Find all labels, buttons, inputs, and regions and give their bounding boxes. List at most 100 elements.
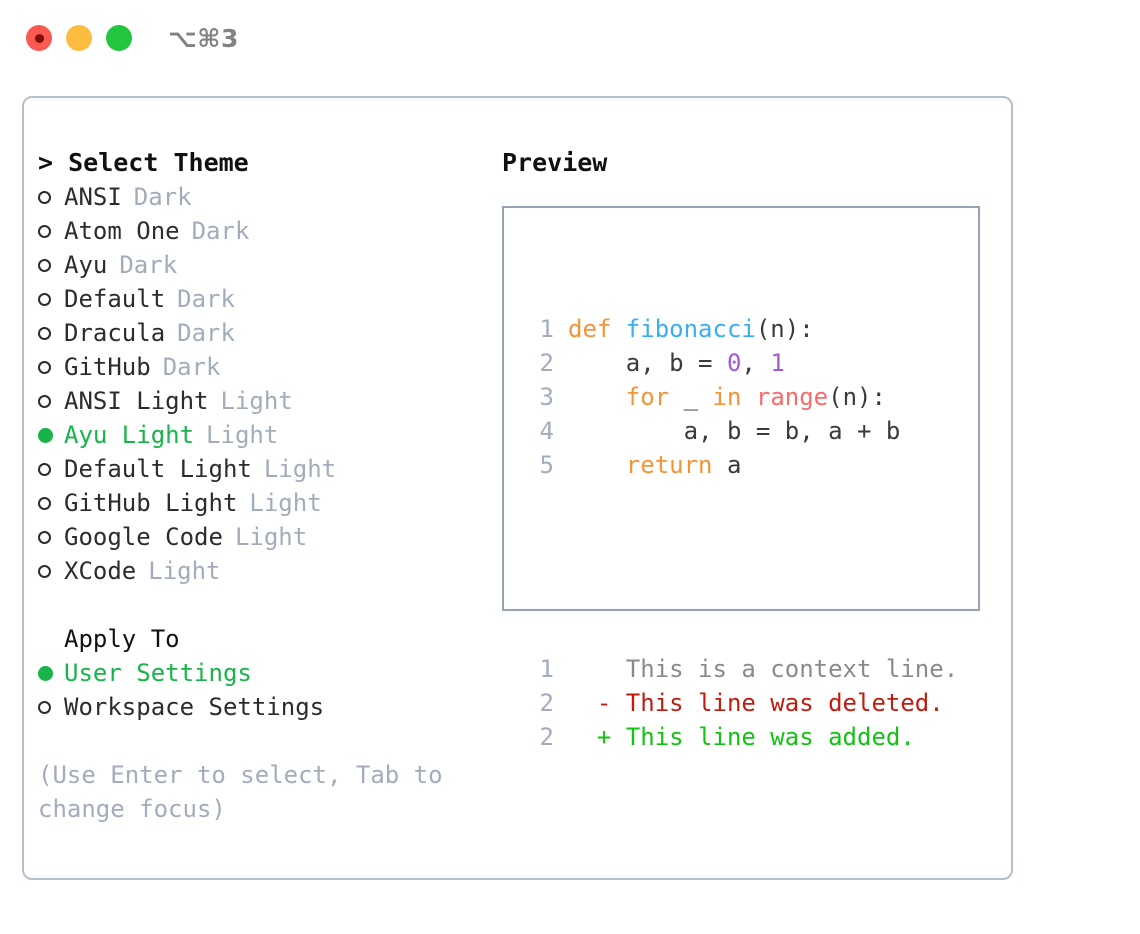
minimize-window-button[interactable] [66, 25, 92, 51]
diff-sign [568, 652, 611, 686]
diff-line: 1 This is a context line. [520, 652, 959, 686]
code-line: 3 for _ in range(n): [520, 380, 958, 414]
radio-unselected-icon [38, 452, 64, 486]
record-indicator-icon [34, 33, 44, 43]
radio-unselected-icon [38, 690, 64, 724]
theme-option[interactable]: Google Code Light [38, 520, 488, 554]
theme-option-label: GitHub [64, 353, 151, 381]
apply-to-option[interactable]: User Settings [38, 656, 488, 690]
code-line: 5 return a [520, 448, 958, 482]
radio-glyph [38, 292, 51, 306]
preview-column: Preview [502, 146, 1002, 180]
theme-option[interactable]: XCode Light [38, 554, 488, 588]
radio-glyph [38, 530, 51, 544]
radio-glyph [38, 394, 51, 408]
theme-option-label: Dracula [64, 319, 166, 347]
apply-to-option-label: User Settings [64, 659, 252, 687]
radio-glyph [38, 564, 51, 578]
theme-option-variant-tag: Light [249, 489, 322, 517]
code-token: (n): [755, 315, 814, 343]
theme-option-label: Ayu [64, 251, 108, 279]
radio-selected-icon [38, 418, 64, 452]
code-token [568, 380, 626, 414]
keyboard-shortcut-label: ⌥⌘3 [168, 24, 239, 53]
code-token: 1 [770, 349, 785, 377]
theme-option-variant-tag: Light [234, 523, 308, 551]
code-token [568, 448, 626, 482]
code-token: a, b = [568, 349, 727, 377]
theme-option-variant-tag: Dark [177, 319, 235, 347]
code-token: fibonacci [625, 315, 756, 343]
line-number: 1 [539, 315, 554, 343]
radio-unselected-icon [38, 248, 64, 282]
traffic-light-buttons [26, 25, 132, 51]
theme-option[interactable]: ANSI Dark [38, 180, 488, 214]
code-token: (n): [828, 383, 886, 411]
radio-unselected-icon [38, 554, 64, 588]
theme-option-label: Google Code [64, 523, 223, 551]
code-blank-line [520, 550, 958, 584]
diff-line: 2 + This line was added. [520, 720, 958, 754]
theme-option-variant-tag: Light [263, 455, 337, 483]
code-token: in [712, 383, 742, 411]
theme-option-variant-tag: Light [148, 557, 221, 585]
keyboard-hint-text: (Use Enter to select, Tab to change focu… [38, 761, 458, 823]
code-line: 2 a, b = 0, 1 [520, 346, 958, 380]
radio-glyph [38, 427, 53, 443]
radio-unselected-icon [38, 520, 64, 554]
radio-unselected-icon [38, 316, 64, 350]
code-token: _ [669, 383, 713, 411]
apply-to-option-label: Workspace Settings [64, 693, 325, 721]
apply-to-label: Apply To [64, 625, 180, 653]
radio-glyph [38, 700, 51, 714]
radio-unselected-icon [38, 350, 64, 384]
theme-option-variant-tag: Dark [133, 183, 192, 211]
code-token: , [741, 349, 771, 377]
radio-glyph [38, 326, 51, 340]
line-number: 5 [539, 451, 554, 479]
theme-option-label: ANSI [64, 183, 122, 211]
theme-option-label: Ayu Light [64, 421, 195, 449]
theme-option-label: XCode [64, 557, 137, 585]
line-number: 2 [539, 349, 554, 377]
diff-sign: + [568, 723, 612, 751]
apply-to-option[interactable]: Workspace Settings [38, 690, 488, 724]
title-bar: ⌥⌘3 [0, 0, 1140, 78]
theme-option[interactable]: Dracula Dark [38, 316, 488, 350]
theme-option-variant-tag: Dark [177, 285, 235, 313]
code-token [741, 380, 755, 414]
theme-option[interactable]: Ayu Light Light [38, 418, 488, 452]
diff-text: This is a context line. [611, 655, 959, 683]
line-number: 3 [539, 383, 554, 411]
radio-unselected-icon [38, 282, 64, 316]
code-token: 0 [726, 349, 742, 377]
theme-option-variant-tag: Light [220, 387, 293, 415]
theme-option[interactable]: ANSI Light Light [38, 384, 488, 418]
diff-line-number: 2 [539, 723, 554, 751]
maximize-window-button[interactable] [106, 25, 132, 51]
preview-title: Preview [502, 148, 608, 177]
theme-option-variant-tag: Light [206, 421, 279, 449]
radio-glyph [38, 462, 51, 476]
radio-unselected-icon [38, 384, 64, 418]
diff-text: This line was added. [611, 723, 915, 751]
diff-line-number: 1 [539, 655, 554, 683]
radio-glyph [38, 665, 53, 681]
radio-glyph [38, 360, 51, 374]
theme-option-label: ANSI Light [64, 387, 209, 415]
diff-line-number: 2 [539, 689, 554, 717]
close-window-button[interactable] [26, 25, 52, 51]
line-number: 4 [539, 417, 554, 445]
